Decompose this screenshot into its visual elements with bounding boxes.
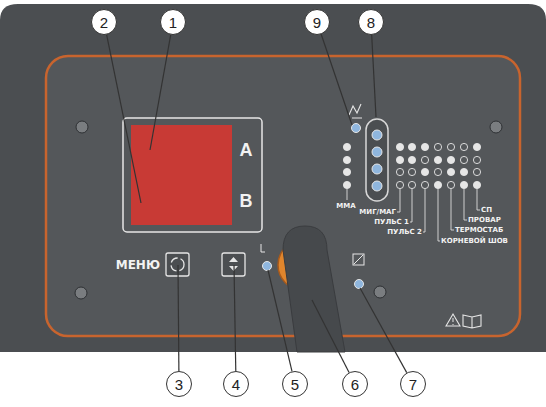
callout-number: 8 (358, 9, 384, 35)
mode-label: ПУЛЬС 1 (374, 219, 409, 226)
leader-line (312, 300, 349, 372)
mode-label: МИГ/МАГ (359, 209, 396, 216)
mode-label: ММА (336, 203, 355, 210)
leader-line (372, 35, 376, 117)
callout-text: 1 (169, 15, 177, 30)
callout-text: 8 (367, 15, 375, 30)
button-label: МЕНЮ (116, 259, 160, 271)
leader-line (268, 270, 292, 371)
callout-number: 4 (223, 371, 249, 397)
mode-label: ПУЛЬС 2 (387, 229, 422, 236)
leader-line (321, 34, 352, 125)
callout-text: 5 (291, 377, 299, 392)
callout-number: 3 (166, 371, 192, 397)
callout-text: 7 (409, 377, 417, 392)
display-channel: B (240, 192, 253, 210)
callout-number: 5 (282, 371, 308, 397)
leader-line (150, 35, 171, 150)
mode-label: КОРНЕВОЙ ШОВ (441, 238, 508, 245)
callout-text: 4 (232, 377, 240, 392)
callout-number: 7 (400, 371, 426, 397)
callout-text: 6 (351, 377, 359, 392)
display-channel: A (240, 141, 253, 159)
callout-text: 2 (100, 15, 108, 30)
callout-text: 9 (313, 15, 321, 30)
callout-text: 3 (175, 377, 183, 392)
leader-line (360, 288, 407, 373)
leader-line (177, 265, 179, 371)
leader-line (234, 265, 236, 371)
callout-number: 6 (342, 371, 368, 397)
mode-label: ПРОВАР (468, 217, 501, 224)
callout-number: 1 (160, 9, 186, 35)
callout-number: 9 (304, 9, 330, 35)
mode-label: СП (481, 207, 492, 214)
leader-line (107, 35, 141, 203)
callout-number: 2 (91, 9, 117, 35)
mode-label: ТЕРМОСТАБ (455, 227, 503, 234)
